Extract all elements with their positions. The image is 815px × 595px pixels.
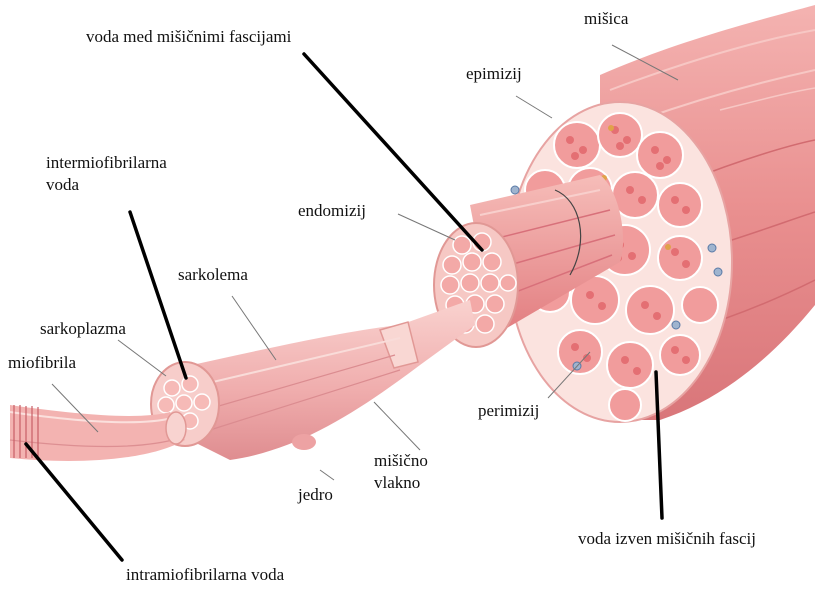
label-misicno-line2: vlakno [374,472,428,494]
label-intramiofibrilarna-voda: intramiofibrilarna voda [126,564,284,586]
muscle-fiber [151,300,475,460]
label-voda-izven-misicnih-fascij: voda izven mišičnih fascij [578,528,756,550]
label-miofibrila: miofibrila [8,352,76,374]
label-epimizij: epimizij [466,63,522,85]
label-perimizij: perimizij [478,400,539,422]
label-intermio-line1: intermiofibrilarna [46,152,167,174]
label-voda-med-misicnimi-fascijami: voda med mišičnimi fascijami [86,26,291,48]
label-endomizij: endomizij [298,200,366,222]
label-intermiofibrilarna-voda: intermiofibrilarna voda [46,152,167,196]
label-sarkoplazma: sarkoplazma [40,318,126,340]
label-jedro: jedro [298,484,333,506]
label-intermio-line2: voda [46,174,167,196]
label-misica: mišica [584,8,628,30]
label-sarkolema: sarkolema [178,264,248,286]
label-misicno-vlakno: mišično vlakno [374,450,428,494]
label-misicno-line1: mišično [374,450,428,472]
